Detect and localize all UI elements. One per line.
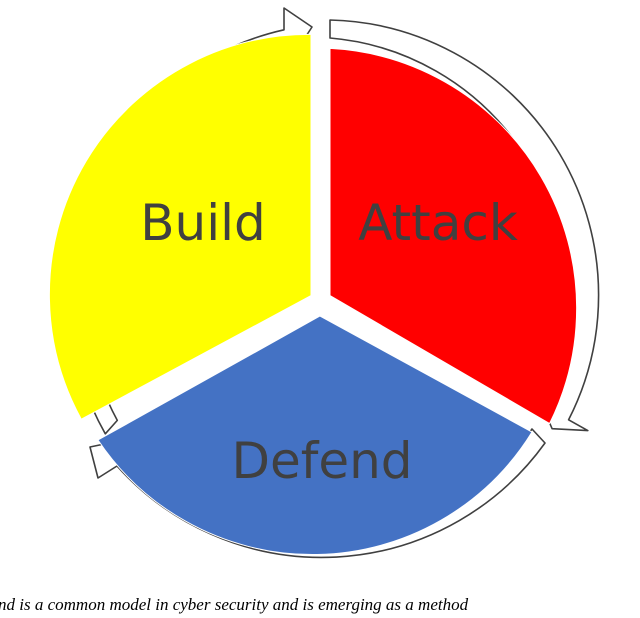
segment-label-attack: Attack: [358, 194, 518, 252]
figure-caption: nd is a common model in cyber security a…: [0, 595, 469, 614]
segment-defend: [97, 315, 533, 556]
arrow-attack-to-defend: [329, 19, 600, 432]
build-attack-defend-cycle-diagram: Build Attack Defend: [48, 7, 600, 559]
segment-label-build: Build: [140, 194, 266, 252]
segment-label-defend: Defend: [231, 432, 412, 490]
segment-attack: [329, 47, 578, 425]
segment-build: [48, 33, 312, 420]
